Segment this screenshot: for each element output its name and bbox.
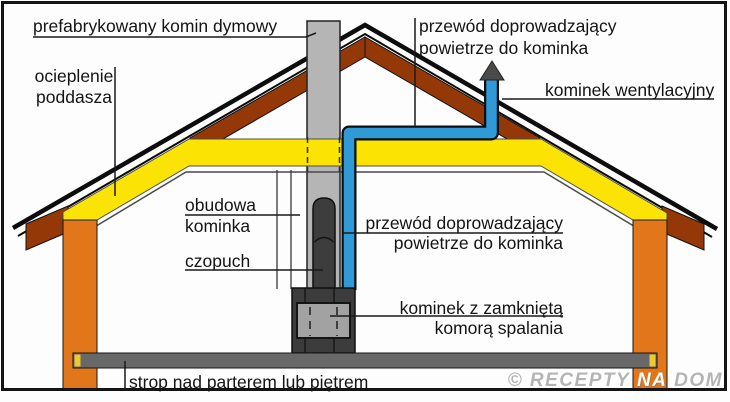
floor-slab (72, 352, 658, 369)
label-text: powietrze do kominka (393, 233, 563, 253)
label-text: kominka (185, 216, 251, 236)
combustion-chamber (296, 302, 351, 339)
label-air-supply-top: przewód doprowadzający powietrze do komi… (419, 15, 616, 59)
label-text: czopuch (185, 251, 251, 271)
label-attic-insulation: ocieplenie poddasza (33, 66, 115, 108)
ceiling-line (62, 171, 668, 247)
diagram-border (1, 1, 727, 391)
label-text: poddasza (36, 87, 112, 107)
slab-insulation-right (649, 354, 656, 367)
label-floor-slab: strop nad parterem lub piętrem (129, 372, 368, 393)
label-fireplace: kominek z zamkniętą komorą spalania (400, 298, 563, 338)
watermark-text: © RECEPTY (507, 370, 631, 391)
rafter-eave-right (661, 205, 705, 251)
label-text: strop nad parterem lub piętrem (129, 372, 369, 392)
label-text: kominek wentylacyjny (545, 80, 715, 100)
rafter-eave-left (25, 205, 69, 251)
flue-pipe (312, 197, 336, 291)
label-casing: obudowa kominka (185, 195, 256, 237)
label-air-supply-mid: przewód doprowadzający powietrze do komi… (366, 213, 563, 253)
leader-prefab-chimney (33, 32, 317, 38)
watermark-text: DOM (674, 370, 723, 391)
label-text: kominek z zamkniętą (399, 298, 563, 318)
label-flue: czopuch (185, 251, 250, 272)
flue-joint (313, 236, 335, 243)
label-text: przewód doprowadzający (419, 16, 617, 36)
label-text: przewód doprowadzający (365, 213, 563, 233)
label-prefab-chimney: prefabrykowany komin dymowy (33, 16, 277, 37)
vent-cap (479, 60, 505, 81)
label-text: obudowa (185, 195, 257, 215)
watermark: © RECEPTY NA DOM (508, 370, 723, 392)
label-vent-chimney: kominek wentylacyjny (545, 80, 714, 101)
roof-inner-line (17, 32, 713, 238)
air-duct (343, 79, 497, 290)
watermark-text: NA (636, 370, 668, 391)
label-text: powietrze do kominka (419, 38, 589, 58)
roof-outer-line (11, 22, 719, 231)
label-text: komorą spalania (434, 318, 563, 338)
watermark-spacer (630, 370, 637, 391)
label-text: prefabrykowany komin dymowy (33, 16, 278, 36)
label-text: ocieplenie (34, 66, 114, 86)
slab-insulation-left (74, 354, 81, 367)
